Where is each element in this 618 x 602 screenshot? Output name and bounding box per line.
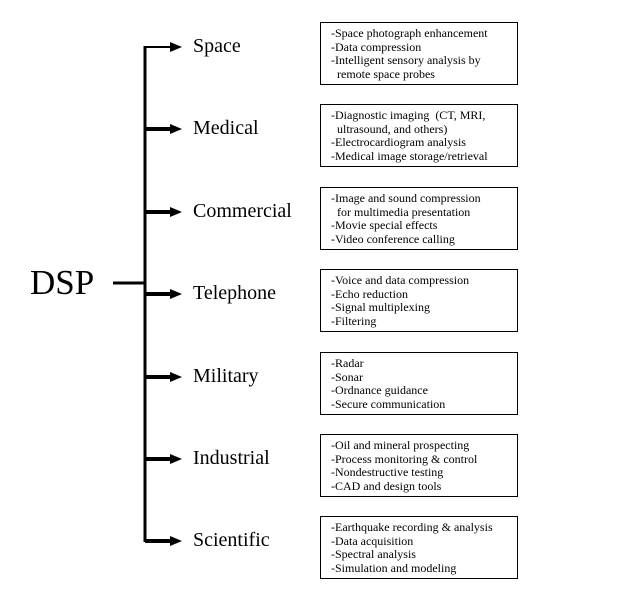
application-item: -Oil and mineral prospecting [331, 438, 470, 452]
arrowhead-icon [170, 42, 182, 52]
application-box: -Space photograph enhancement-Data compr… [320, 22, 518, 85]
application-item: -Space photograph enhancement [331, 26, 488, 40]
application-item: -Filtering [331, 313, 377, 328]
arrowhead-icon [170, 289, 182, 299]
application-item: -Image and sound compression [331, 191, 481, 205]
application-item: -Intelligent sensory analysis by [331, 53, 481, 67]
application-item: -Video conference calling [331, 231, 455, 246]
application-item: -Nondestructive testing [331, 465, 444, 479]
arrowhead-icon [170, 372, 182, 382]
branch-label: Scientific [193, 529, 270, 551]
application-item: -Simulation and modeling [331, 560, 457, 575]
application-box: -Diagnostic imaging (CT, MRI, ultrasound… [320, 104, 518, 167]
arrowhead-icon [170, 454, 182, 464]
application-item: -Signal multiplexing [331, 300, 430, 314]
application-item: -Process monitoring & control [331, 451, 478, 466]
branch-label: Industrial [193, 447, 270, 469]
application-item: ultrasound, and others) [331, 121, 448, 136]
application-box: -Radar-Sonar-Ordnance guidance-Secure co… [320, 352, 518, 415]
application-item: -Diagnostic imaging (CT, MRI, [331, 108, 486, 122]
application-item: for multimedia presentation [331, 204, 471, 219]
application-item: -Earthquake recording & analysis [331, 520, 493, 534]
branch-label: Space [193, 35, 241, 57]
branch-label: Telephone [193, 282, 277, 304]
application-box: -Image and sound compression for multime… [320, 187, 518, 250]
application-item: -Spectral analysis [331, 547, 416, 561]
root-label: DSP [30, 263, 95, 302]
application-item: -CAD and design tools [331, 478, 442, 493]
application-item: -Voice and data compression [331, 273, 470, 287]
application-item: -Sonar [331, 369, 363, 384]
arrowhead-icon [170, 536, 182, 546]
application-item: remote space probes [331, 66, 435, 81]
branch-label: Medical [193, 117, 259, 139]
application-item: -Electrocardiogram analysis [331, 135, 466, 149]
application-item: -Movie special effects [331, 218, 438, 232]
application-item: -Data compression [331, 39, 422, 54]
branch-label: Military [193, 365, 259, 387]
application-item: -Medical image storage/retrieval [331, 148, 488, 163]
application-item: -Data acquisition [331, 533, 414, 548]
application-item: -Echo reduction [331, 286, 408, 301]
application-box: -Oil and mineral prospecting-Process mon… [320, 434, 518, 497]
application-box: -Earthquake recording & analysis-Data ac… [320, 516, 518, 579]
application-box: -Voice and data compression-Echo reducti… [320, 269, 518, 332]
branch-label: Commercial [193, 200, 292, 222]
arrowhead-icon [170, 124, 182, 134]
application-item: -Radar [331, 356, 364, 370]
application-item: -Ordnance guidance [331, 383, 428, 397]
arrowhead-icon [170, 207, 182, 217]
application-item: -Secure communication [331, 396, 446, 411]
